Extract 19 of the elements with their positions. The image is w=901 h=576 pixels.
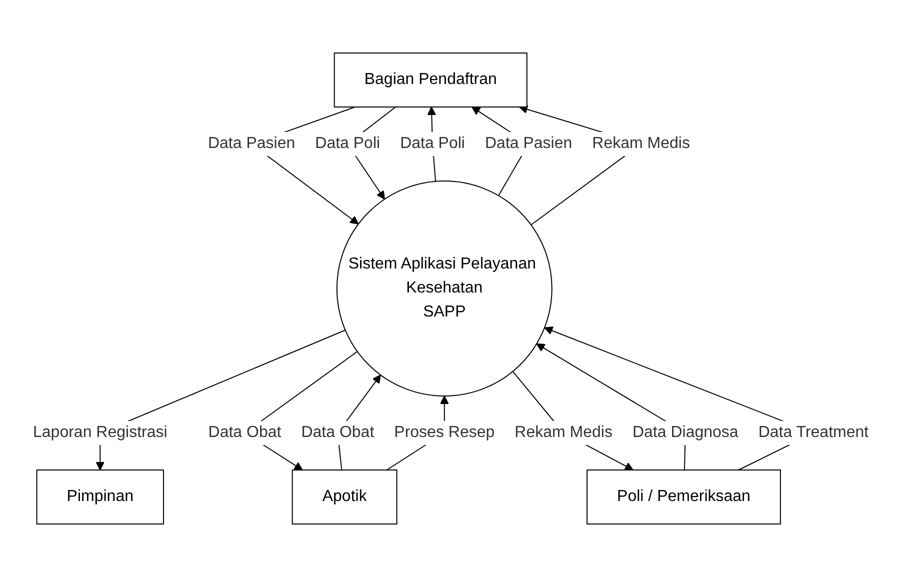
node-box: Pimpinan <box>36 469 164 524</box>
edge-label: Data Pasien <box>208 134 295 152</box>
edge-label: Data Obat <box>208 424 281 440</box>
edge-label: Data Poli <box>314 134 380 152</box>
edge-label: Data Pasien <box>484 134 572 152</box>
arrow <box>95 329 346 470</box>
edge-label: Rekam Medis <box>592 134 690 152</box>
node-box: Apotik <box>292 469 398 524</box>
node-circle: Sistem Aplikasi Pelayanan Kesehatan SAPP <box>336 180 552 396</box>
edge-label: Data Obat <box>300 424 374 440</box>
edge-label: Data Diagnosa <box>632 424 738 440</box>
edge-label: Rekam Medis <box>514 424 612 440</box>
edge-label: Proses Resep <box>394 424 494 440</box>
arrow <box>512 370 634 470</box>
edge-label: Data Treatment <box>758 424 868 440</box>
node-box: Bagian Pendaftran <box>334 52 528 107</box>
node-box: Poli / Pemeriksaan <box>586 469 781 524</box>
edge-label: Data Poli <box>400 134 465 152</box>
edge-label: Laporan Registrasi <box>32 424 167 440</box>
